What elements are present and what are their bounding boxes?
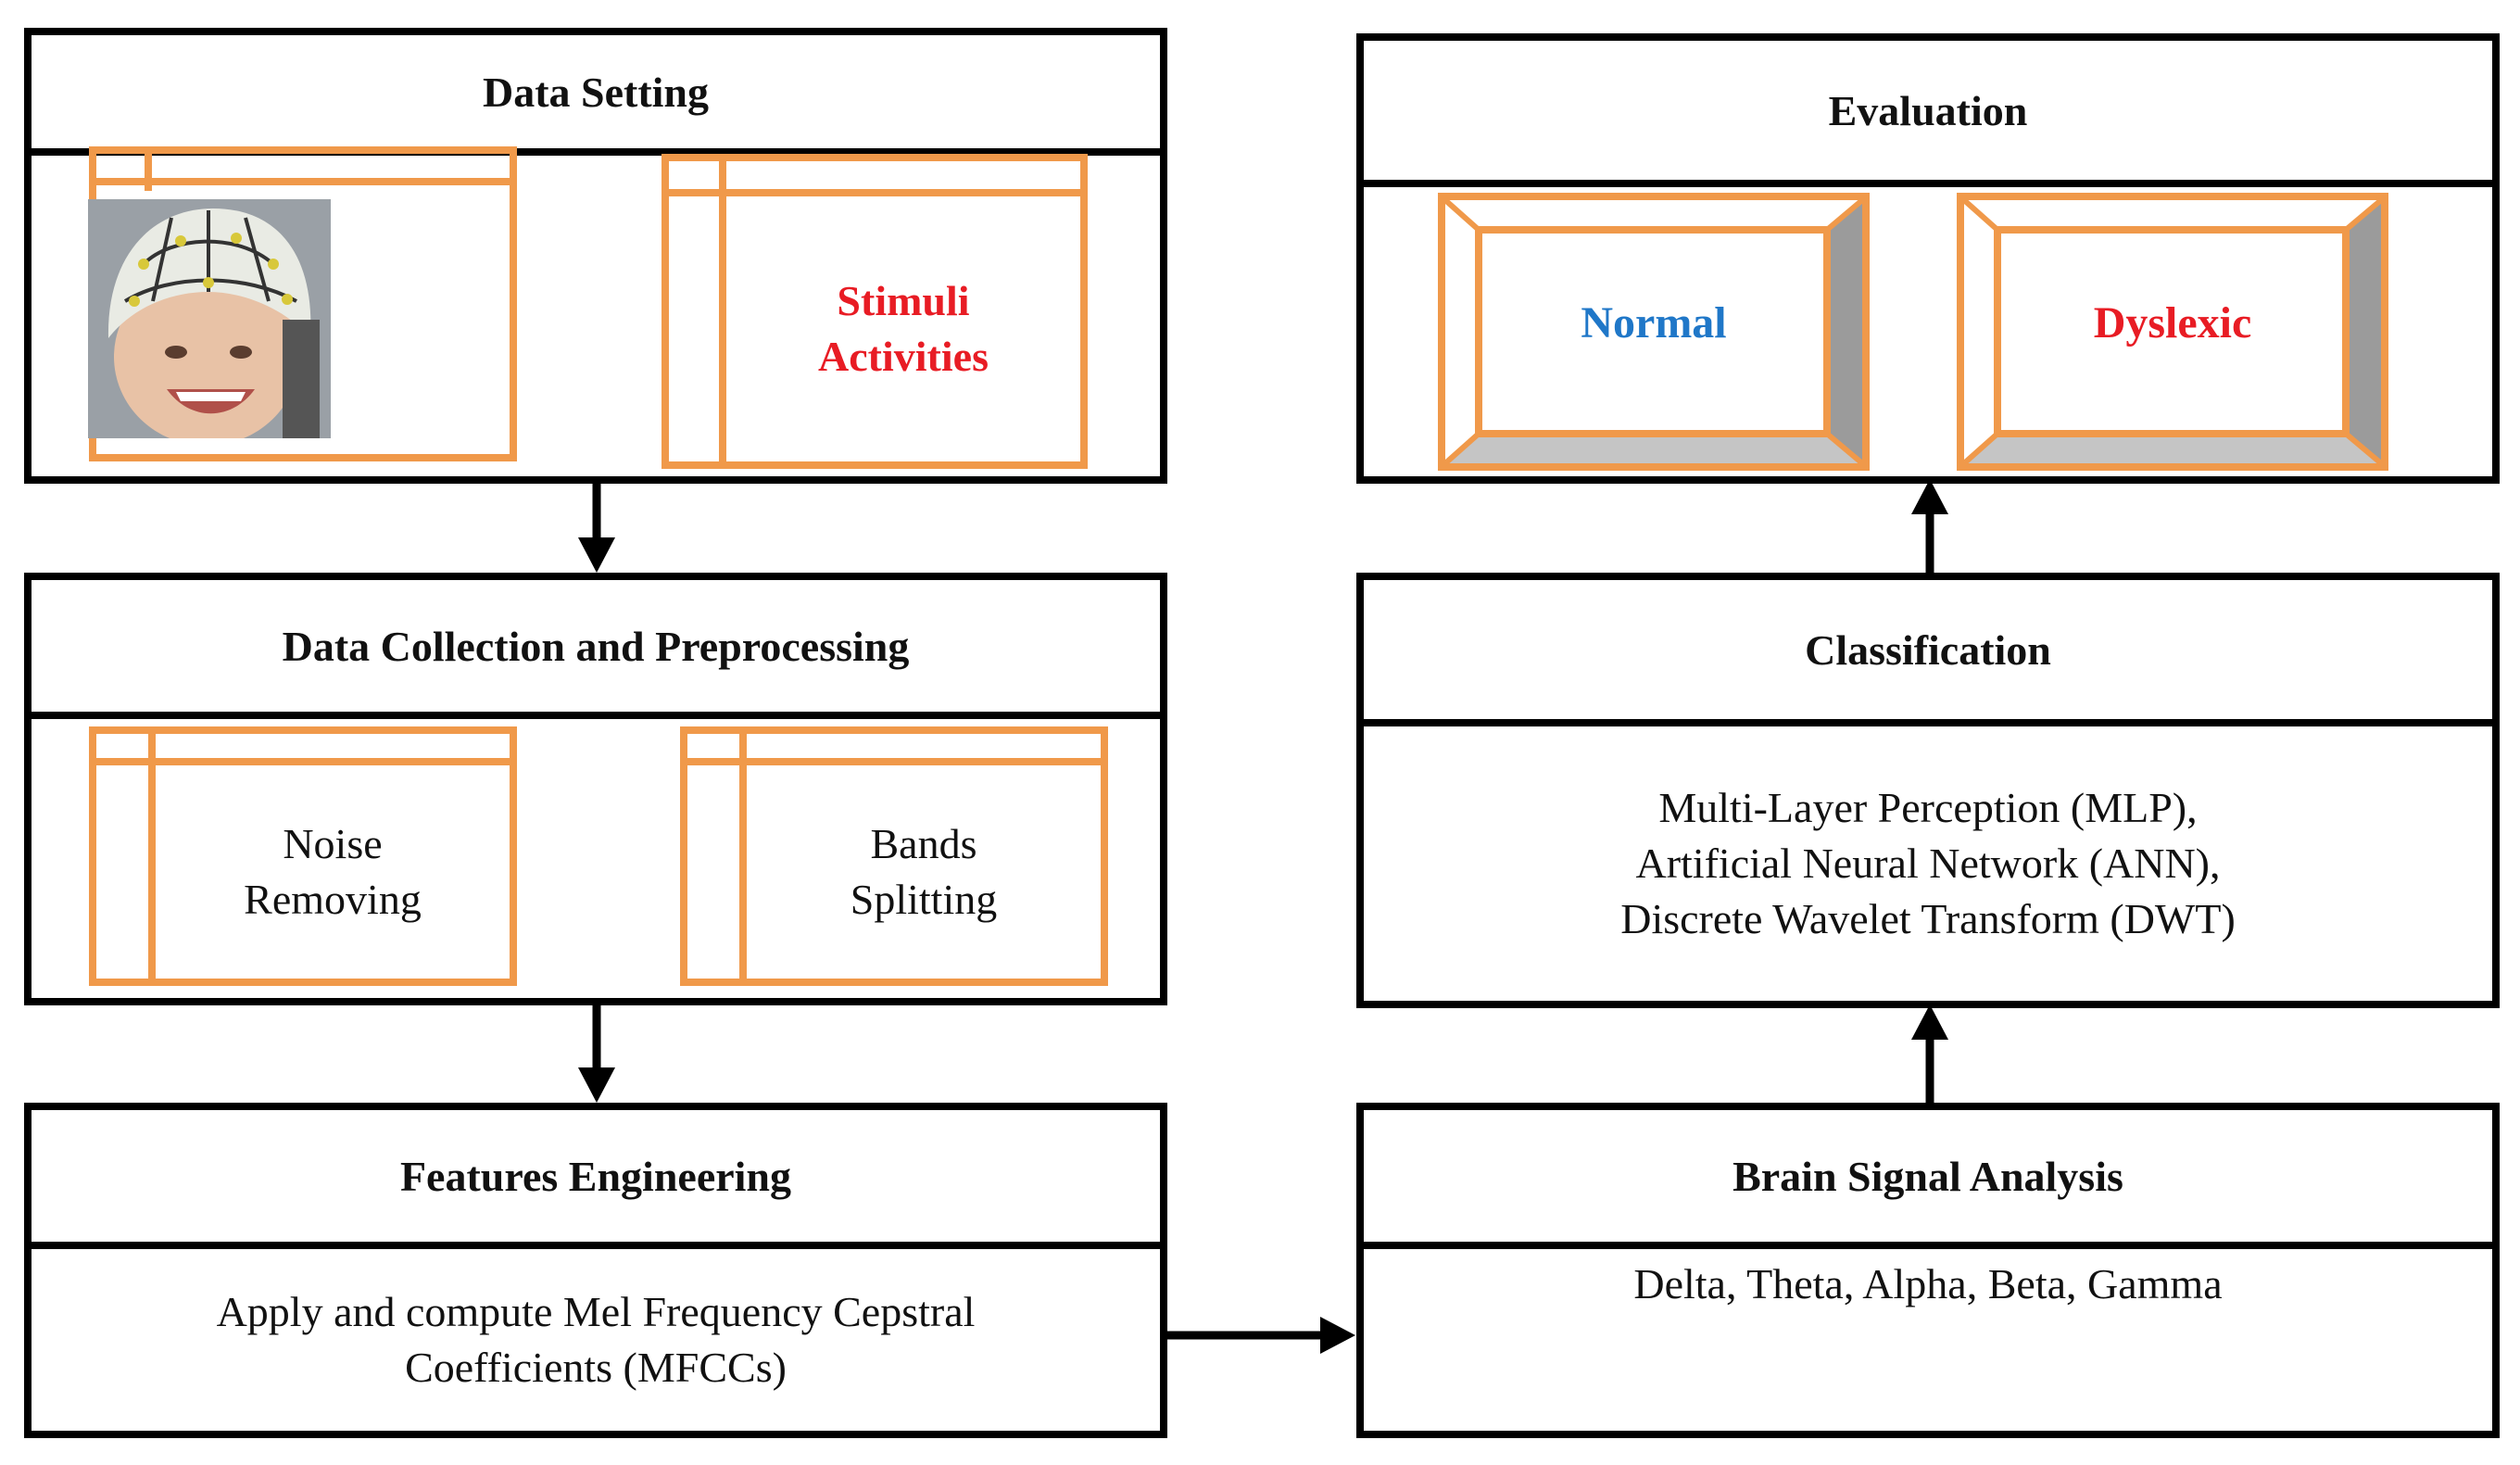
data-collection-panel: Data Collection and Preprocessing xyxy=(24,573,1167,1005)
bands-label: Bands xyxy=(870,820,977,867)
splitting-label: Splitting xyxy=(850,876,998,923)
arrow-setting-to-collection xyxy=(578,482,615,573)
evaluation-panel: Evaluation xyxy=(1356,33,2500,484)
normal-outcome-box: Normal xyxy=(1438,193,1870,471)
arrow-classification-to-evaluation xyxy=(1911,479,1948,575)
mlp-line: Multi-Layer Perception (MLP), xyxy=(1658,784,2198,831)
features-engineering-panel: Features Engineering Apply and compute M… xyxy=(24,1103,1167,1438)
brain-signal-panel: Brain Signal Analysis Delta, Theta, Alph… xyxy=(1356,1103,2500,1438)
stimuli-label: Stimuli xyxy=(837,277,970,324)
activities-label: Activities xyxy=(818,333,989,380)
eeg-cap-child-image xyxy=(88,199,331,438)
features-engineering-title: Features Engineering xyxy=(32,1110,1160,1249)
mfcc-line-1: Apply and compute Mel Frequency Cepstral xyxy=(216,1288,976,1335)
mfcc-line-2: Coefficients (MFCCs) xyxy=(405,1344,787,1391)
classification-title: Classification xyxy=(1364,580,2492,726)
arrow-features-to-brain xyxy=(1164,1317,1355,1354)
brain-signal-title: Brain Signal Analysis xyxy=(1364,1110,2492,1249)
frequency-bands-text: Delta, Theta, Alpha, Beta, Gamma xyxy=(1633,1260,2223,1307)
removing-label: Removing xyxy=(244,876,422,923)
data-collection-title: Data Collection and Preprocessing xyxy=(32,580,1160,719)
stimuli-activities-box: Stimuli Activities xyxy=(662,154,1088,469)
data-setting-title: Data Setting xyxy=(32,35,1160,156)
noise-label: Noise xyxy=(283,820,383,867)
classification-panel: Classification Multi-Layer Perception (M… xyxy=(1356,573,2500,1008)
evaluation-title: Evaluation xyxy=(1364,41,2492,187)
normal-label: Normal xyxy=(1581,297,1727,347)
dyslexic-label: Dyslexic xyxy=(2093,297,2252,347)
dyslexic-outcome-box: Dyslexic xyxy=(1957,193,2388,471)
arrow-collection-to-features xyxy=(578,1004,615,1103)
arrow-brain-to-classification xyxy=(1911,1004,1948,1103)
ann-line: Artificial Neural Network (ANN), xyxy=(1635,840,2221,887)
dwt-line: Discrete Wavelet Transform (DWT) xyxy=(1620,895,2236,942)
bands-splitting-box: Bands Splitting xyxy=(680,726,1108,986)
data-setting-panel: Data Setting xyxy=(24,28,1167,484)
noise-removing-box: Noise Removing xyxy=(89,726,517,986)
